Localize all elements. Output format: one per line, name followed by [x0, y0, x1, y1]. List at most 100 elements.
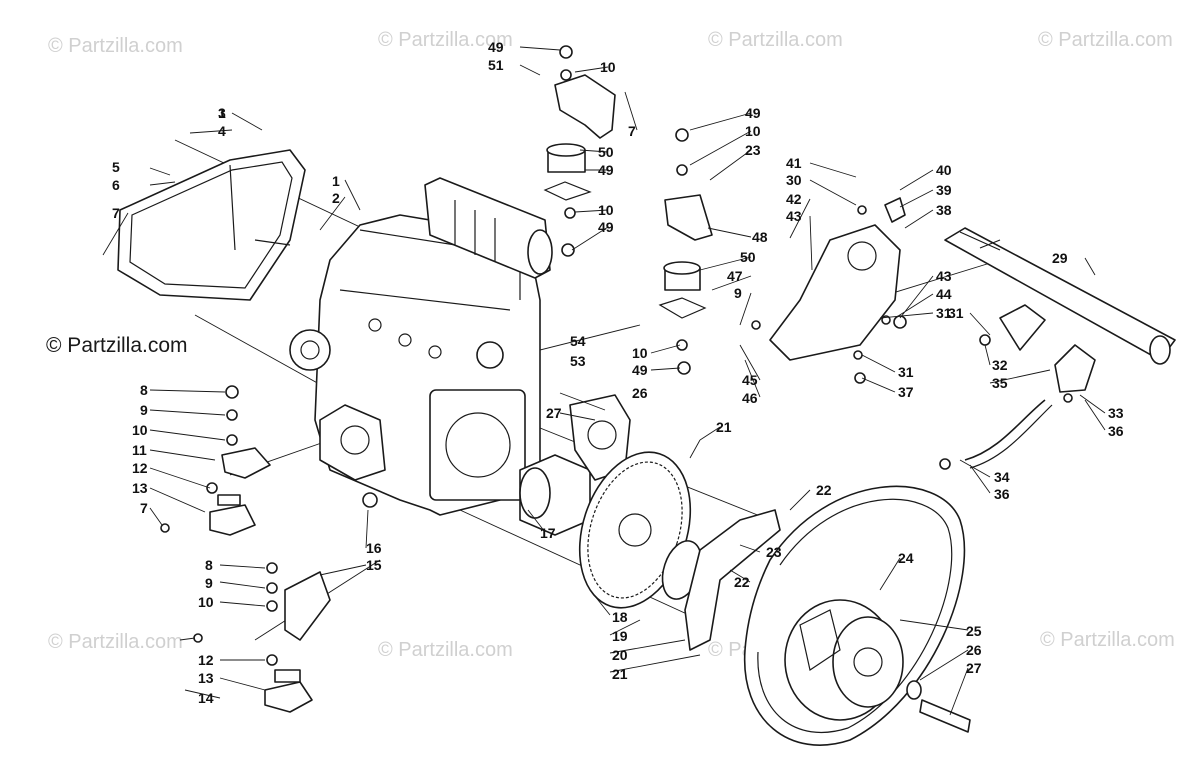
- callout: 7: [628, 123, 636, 139]
- callout: 36: [1108, 423, 1124, 439]
- steering-post: [939, 227, 1176, 470]
- callout: 49: [745, 105, 761, 121]
- callout: 36: [994, 486, 1010, 502]
- callout: 26: [966, 642, 982, 658]
- steering-support-bracket: [751, 197, 907, 384]
- callout: 31: [898, 364, 914, 380]
- leader-lines: [102, 46, 1106, 716]
- callout: 5: [112, 159, 120, 175]
- callout: 31: [936, 305, 952, 321]
- callout: 34: [994, 469, 1010, 485]
- callout: 7: [112, 205, 120, 221]
- callout: 23: [745, 142, 761, 158]
- drive-clutch-and-belt: [743, 485, 971, 746]
- callout: 25: [966, 623, 982, 639]
- callout: 9: [734, 285, 742, 301]
- callout: 53: [570, 353, 586, 369]
- callout: 43: [936, 268, 952, 284]
- callout: 48: [752, 229, 768, 245]
- callout: 17: [540, 525, 556, 541]
- watermark-text: © Partzilla.com: [48, 631, 183, 653]
- callout: 18: [612, 609, 628, 625]
- callout: 21: [716, 419, 732, 435]
- callout: 20: [612, 647, 628, 663]
- callout: 13: [132, 480, 148, 496]
- watermark-text: © Partzilla.com: [708, 29, 843, 51]
- watermark-text: © Partzilla.com: [1038, 29, 1173, 51]
- watermark-text: © Partzilla.com: [1040, 629, 1175, 651]
- callout: 14: [198, 690, 214, 706]
- callout: 19: [612, 628, 628, 644]
- callout: 21: [612, 666, 628, 682]
- callout: 38: [936, 202, 952, 218]
- callout: 24: [898, 550, 914, 566]
- callout: 6: [112, 177, 120, 193]
- callout: 22: [734, 574, 750, 590]
- callout: 50: [598, 144, 614, 160]
- callout: 47: [727, 268, 743, 284]
- callout: 41: [786, 155, 802, 171]
- callout: 1: [332, 173, 340, 189]
- callout: 26: [632, 385, 648, 401]
- callout: 22: [816, 482, 832, 498]
- callout: 12: [198, 652, 214, 668]
- callout: 1: [218, 105, 226, 121]
- callout: 23: [766, 544, 782, 560]
- callout: 12: [132, 460, 148, 476]
- callout: 10: [745, 123, 761, 139]
- callout: 49: [598, 219, 614, 235]
- callout: 35: [992, 375, 1008, 391]
- callout: 50: [740, 249, 756, 265]
- callout: 9: [140, 402, 148, 418]
- callout: 44: [936, 286, 952, 302]
- callout: 15: [366, 557, 382, 573]
- callout: 54: [570, 333, 586, 349]
- callout: 49: [598, 162, 614, 178]
- engine-block: [289, 177, 553, 516]
- callout-labels: 1 3 4 5 6 7 1 2 49 51 10 7 50 49 10 49 4…: [112, 39, 1124, 706]
- callout: 46: [742, 390, 758, 406]
- callout: 29: [1052, 250, 1068, 266]
- callout: 32: [992, 357, 1008, 373]
- belt-guard: [117, 149, 306, 301]
- callout: 10: [132, 422, 148, 438]
- callout: 2: [332, 190, 340, 206]
- callout: 16: [366, 540, 382, 556]
- callout: 10: [600, 59, 616, 75]
- callout: 8: [205, 557, 213, 573]
- callout: 51: [488, 57, 504, 73]
- center-engine-mount: [658, 128, 713, 375]
- flywheel-assembly: [519, 394, 781, 651]
- callout: 40: [936, 162, 952, 178]
- watermark-text: © Partzilla.com: [48, 35, 183, 57]
- callout: 27: [966, 660, 982, 676]
- callout: 49: [488, 39, 504, 55]
- callout: 39: [936, 182, 952, 198]
- watermark-main: © Partzilla.com: [46, 334, 188, 357]
- callout: 45: [742, 372, 758, 388]
- watermark-text: © Partzilla.com: [378, 639, 513, 661]
- callout: 3: [218, 105, 226, 121]
- callout: 37: [898, 384, 914, 400]
- callout: 10: [198, 594, 214, 610]
- callout: 49: [632, 362, 648, 378]
- callout: 42: [786, 191, 802, 207]
- callout: 7: [140, 500, 148, 516]
- callout: 13: [198, 670, 214, 686]
- callout: 33: [1108, 405, 1124, 421]
- callout: 31: [948, 305, 964, 321]
- callout: 30: [786, 172, 802, 188]
- callout: 9: [205, 575, 213, 591]
- lower-left-mounts: [160, 385, 378, 713]
- watermark-text: © Partzilla.com: [378, 29, 513, 51]
- callout: 4: [218, 123, 226, 139]
- callout: 10: [632, 345, 648, 361]
- callout: 43: [786, 208, 802, 224]
- callout: 10: [598, 202, 614, 218]
- callout: 27: [546, 405, 562, 421]
- callout: 11: [132, 442, 147, 458]
- upper-engine-mount: [543, 45, 616, 257]
- callout: 8: [140, 382, 148, 398]
